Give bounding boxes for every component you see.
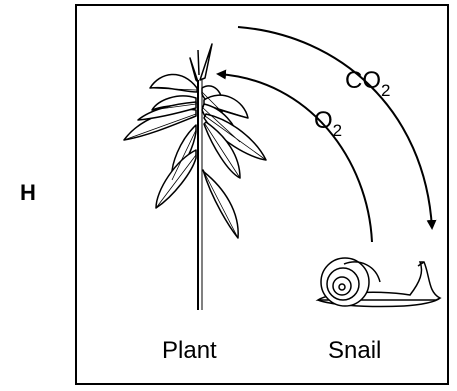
plant-label: Plant: [162, 337, 217, 364]
snail-illustration: [318, 258, 440, 307]
o2-label: O2: [314, 107, 342, 140]
plant-illustration: [124, 44, 266, 310]
o2-arrow: [218, 74, 372, 242]
co2-label: CO2: [345, 67, 390, 100]
snail-label: Snail: [328, 337, 381, 364]
